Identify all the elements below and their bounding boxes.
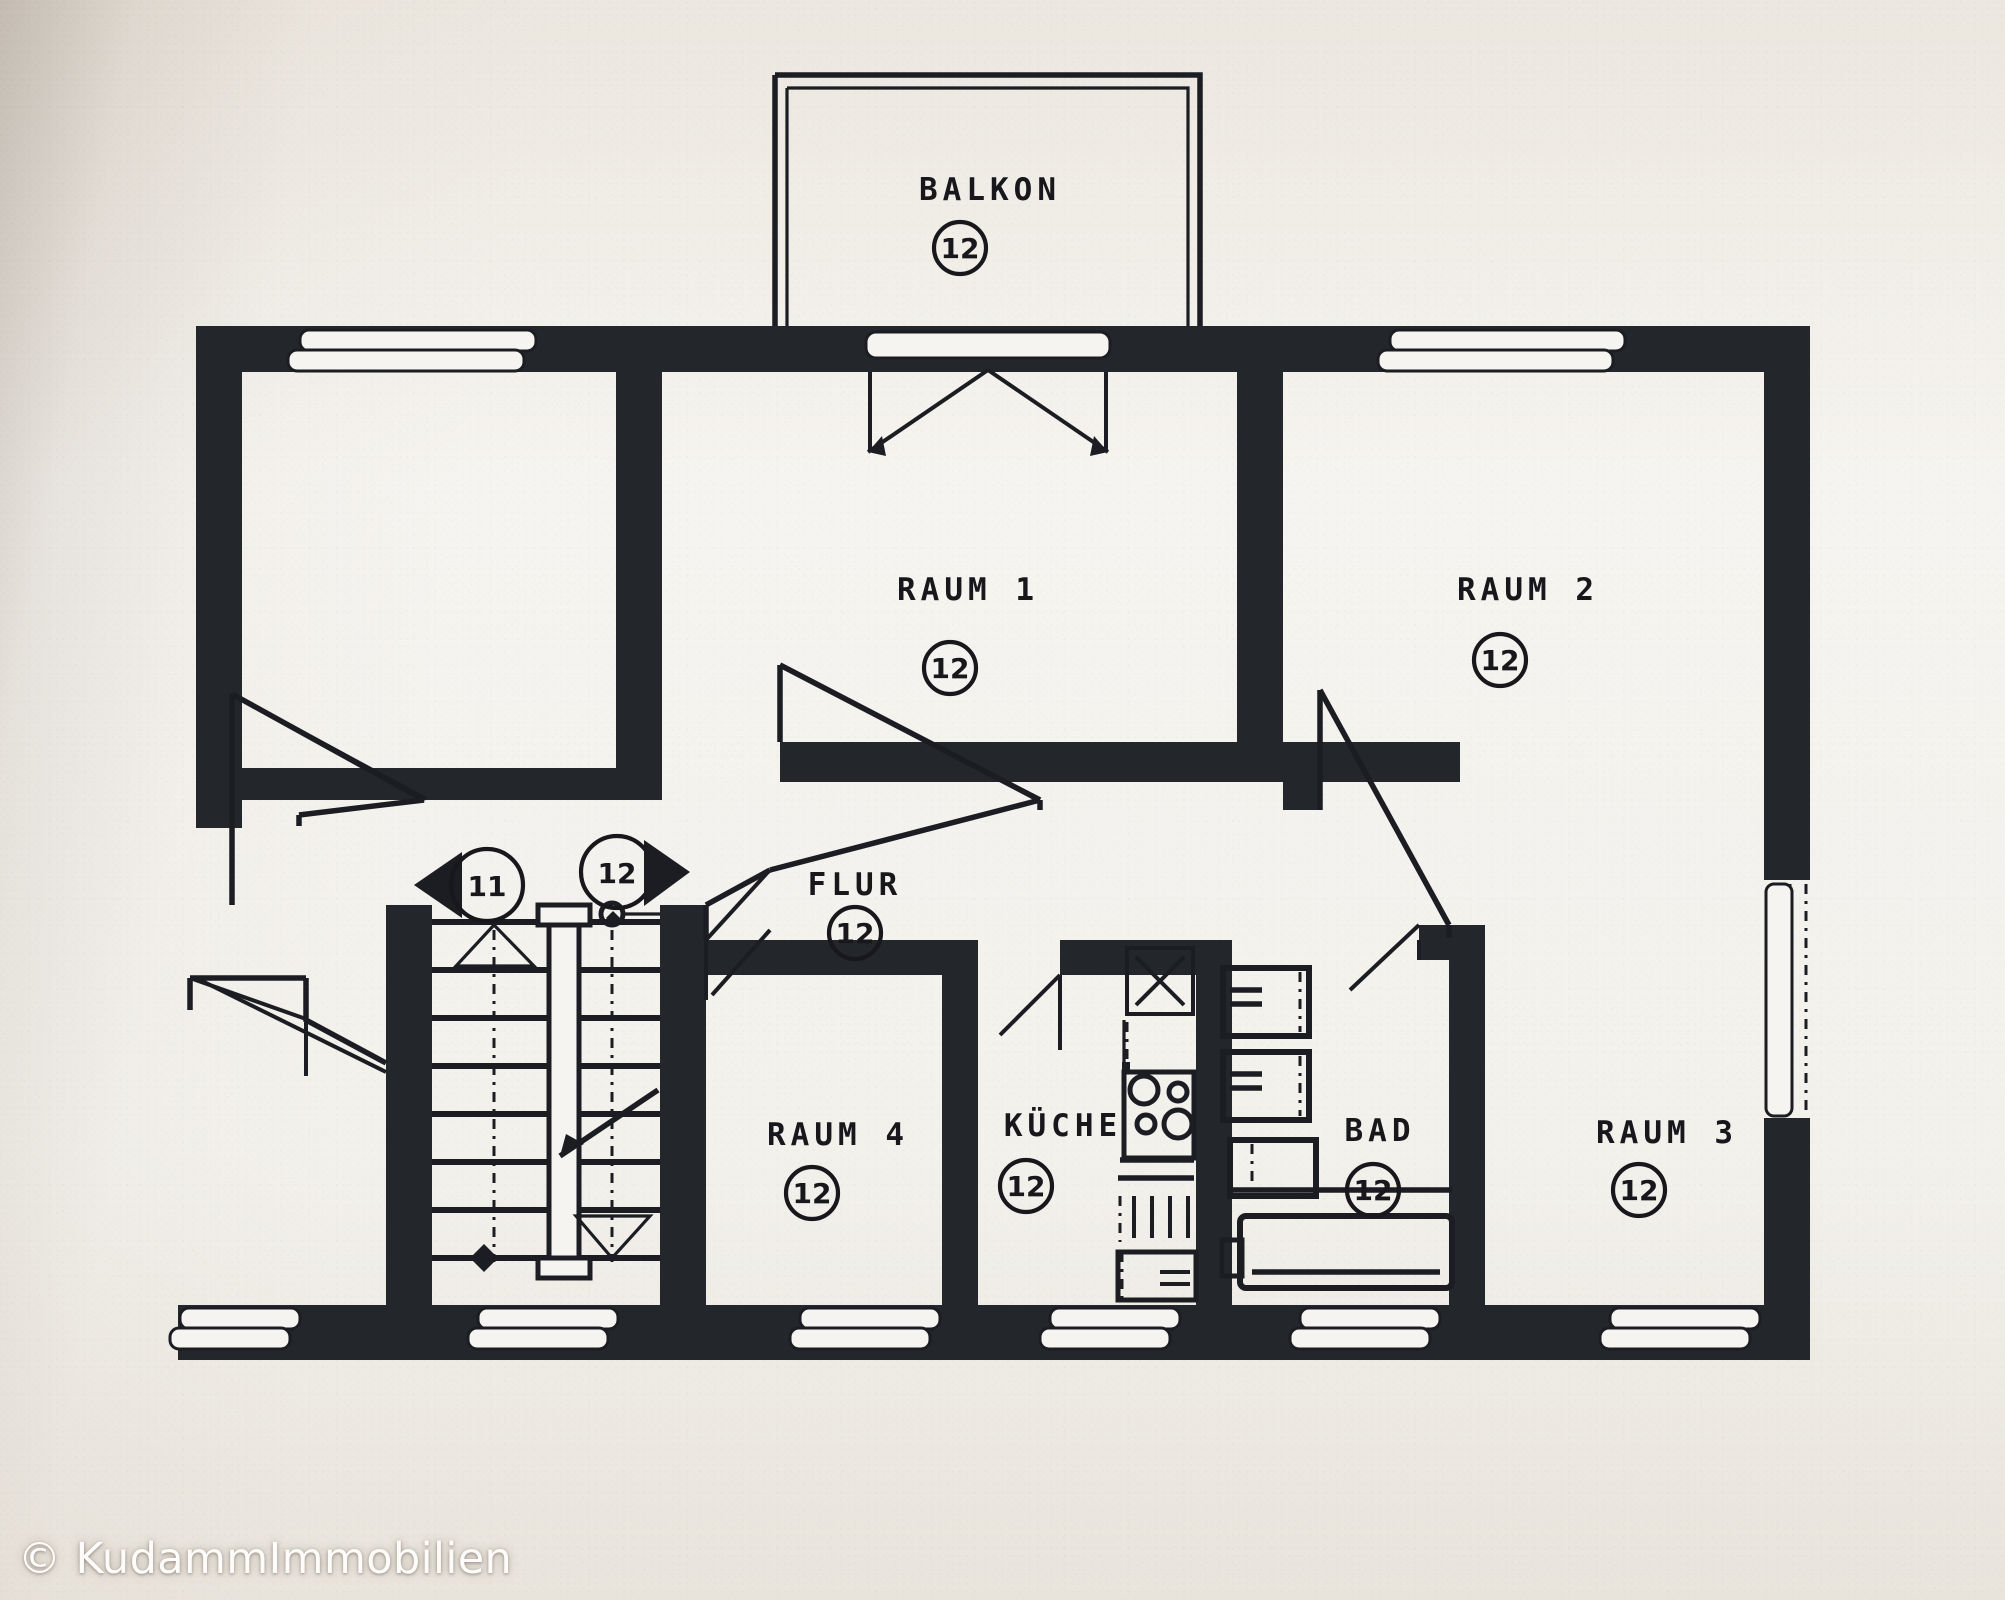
- arrow-right-icon: [644, 840, 690, 906]
- badge-number-kueche: 12: [1007, 1170, 1046, 1203]
- windows: [168, 328, 1808, 1351]
- stair-newel-top: [535, 902, 593, 928]
- structural-walls: [178, 326, 1810, 1360]
- badge-circle-flur: [826, 904, 884, 962]
- door-swings: [189, 663, 1449, 1076]
- badge-number-bad: 12: [1354, 1174, 1393, 1207]
- room-label-raum4: RAUM 4 12: [767, 1117, 909, 1222]
- badge-number-11: 11: [468, 870, 507, 903]
- room-name-flur: FLUR: [808, 867, 903, 903]
- direction-markers: 11 12: [414, 833, 690, 924]
- kitchen-base-unit: [1115, 1249, 1199, 1303]
- room-name-raum4: RAUM 4: [767, 1117, 909, 1153]
- bathtub: [1237, 1213, 1455, 1291]
- badge-number-12-corridor: 12: [598, 857, 637, 890]
- badge-circle-raum2: [1471, 631, 1529, 689]
- room-name-raum2: RAUM 2: [1457, 572, 1599, 608]
- kitchen-wall-cabinets: [1220, 965, 1319, 1199]
- badge-number-raum4: 12: [793, 1177, 832, 1210]
- badge-circle-balkon: [931, 219, 989, 277]
- room-label-balkon: BALKON 12: [919, 172, 1061, 277]
- badge-number-balkon: 12: [941, 232, 980, 265]
- room-name-bad: BAD: [1345, 1113, 1416, 1149]
- badge-number-raum1: 12: [931, 652, 970, 685]
- room-label-bad: BAD 12: [1344, 1113, 1416, 1219]
- badge-number-raum2: 12: [1481, 644, 1520, 677]
- badge-number-flur: 12: [836, 917, 875, 950]
- stair-treads: [432, 919, 660, 1261]
- bathroom-fixtures: [1219, 1187, 1455, 1291]
- badge-circle-11: [448, 846, 526, 924]
- balcony-outline: [772, 72, 1203, 330]
- badge-circle-raum4: [783, 1164, 841, 1222]
- stair-up-arrow: [452, 922, 538, 968]
- kitchen-fixtures: [1115, 946, 1319, 1303]
- stair-down-arrow: [572, 1214, 654, 1261]
- room-label-flur: FLUR 12: [808, 867, 903, 962]
- stair-marker-diamond-bottom: [470, 1244, 498, 1272]
- badge-circle-raum3: [1610, 1161, 1668, 1219]
- watermark-copyright: © KudammImmobilien: [18, 1534, 513, 1584]
- room-name-raum1: RAUM 1: [897, 572, 1039, 608]
- badge-number-raum3: 12: [1620, 1174, 1659, 1207]
- room-name-raum3: RAUM 3: [1596, 1115, 1738, 1151]
- sink-basin: [1125, 946, 1195, 1016]
- badge-circle-kueche: [997, 1157, 1055, 1215]
- arrow-left-icon: [414, 852, 462, 918]
- staircase: [432, 900, 660, 1281]
- room-label-raum1: RAUM 1 12: [897, 572, 1039, 697]
- room-labels: BALKON 12 RAUM 1 12 RAUM 2 12 FLUR 12: [767, 172, 1738, 1222]
- room-name-balkon: BALKON: [919, 172, 1061, 208]
- bath-tap: [1219, 1237, 1245, 1279]
- stair-newel-bottom: [535, 1255, 593, 1281]
- room-name-kueche: KÜCHE: [1004, 1107, 1122, 1144]
- room-label-raum2: RAUM 2 12: [1457, 572, 1599, 689]
- badge-circle-bad: [1344, 1161, 1402, 1219]
- room-label-raum3: RAUM 3 12: [1596, 1115, 1738, 1219]
- room-label-kueche: KÜCHE 12: [997, 1107, 1122, 1215]
- kitchen-drawer-lines: [1132, 1196, 1190, 1238]
- badge-circle-raum1: [921, 639, 979, 697]
- balcony-double-door: [864, 330, 1112, 456]
